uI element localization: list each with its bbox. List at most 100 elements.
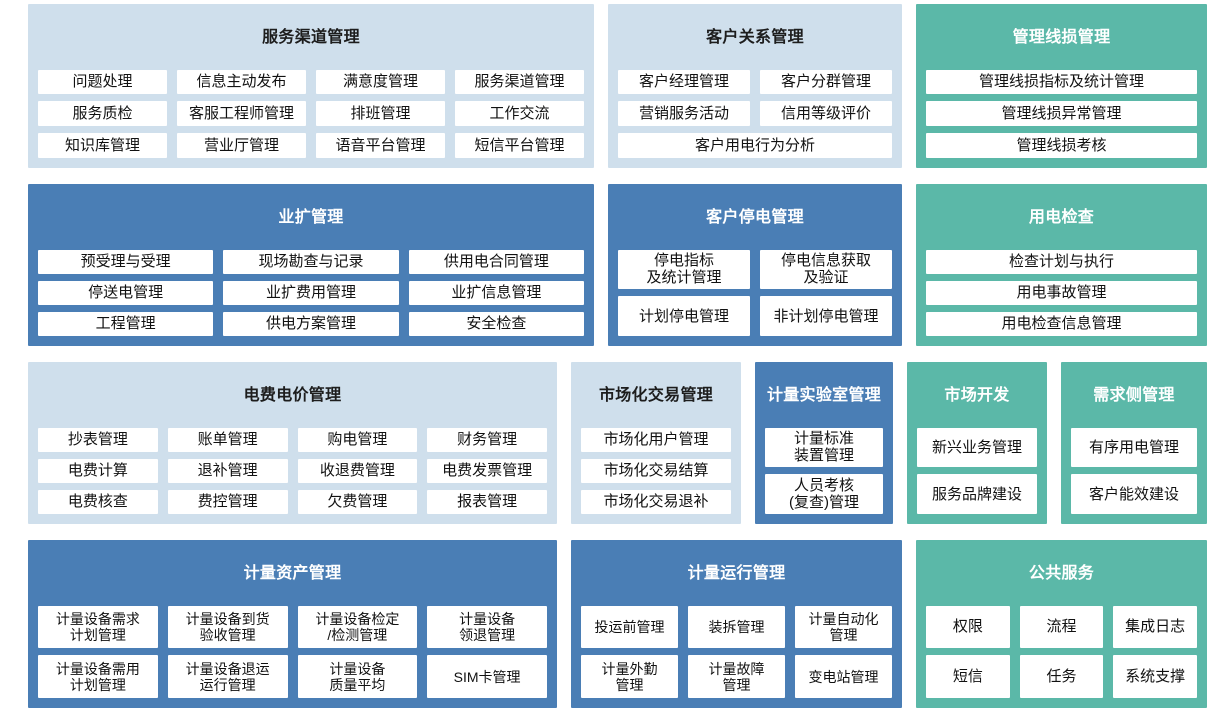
module-tile[interactable]: 报表管理 [427,489,547,514]
module-tile[interactable]: 检查计划与执行 [926,249,1197,274]
module-tile[interactable]: 停电信息获取 及验证 [760,249,892,290]
module-tile[interactable]: SIM卡管理 [427,655,547,698]
panel-service-channel: 服务渠道管理 问题处理 信息主动发布 满意度管理 服务渠道管理 服务质检 客服工… [28,4,594,168]
module-tile[interactable]: 客户用电行为分析 [618,133,892,158]
panel-title-management-line-loss: 管理线损管理 [1012,29,1111,47]
module-tile[interactable]: 供电方案管理 [223,311,399,336]
module-tile[interactable]: 人员考核 (复查)管理 [765,474,883,514]
module-tile[interactable]: 工作交流 [455,101,584,127]
module-tile[interactable]: 计量设备 领退管理 [427,605,547,649]
module-tile[interactable]: 计量故障 管理 [688,655,785,698]
module-tile[interactable]: 变电站管理 [795,655,892,698]
module-tile[interactable]: 服务质检 [38,101,167,127]
module-tile[interactable]: 业扩费用管理 [223,280,399,305]
module-tile[interactable]: 计量标准 装置管理 [765,427,883,468]
module-tile[interactable]: 流程 [1019,605,1104,649]
panel-management-line-loss: 管理线损管理 管理线损指标及统计管理 管理线损异常管理 管理线损考核 [916,4,1207,168]
module-tile[interactable]: 装拆管理 [688,605,785,649]
module-tile[interactable]: 计量外勤 管理 [581,655,678,698]
module-tile[interactable]: 计量设备需用 计划管理 [38,655,158,698]
module-tile[interactable]: 电费发票管理 [427,458,547,483]
panel-title-customer-relationship: 客户关系管理 [706,29,804,47]
module-tile[interactable]: 现场勘查与记录 [223,249,399,274]
module-tile[interactable]: 业扩信息管理 [408,280,584,305]
module-tile[interactable]: 信用等级评价 [760,101,892,127]
module-tile[interactable]: 供用电合同管理 [408,249,584,274]
module-tile[interactable]: 计划停电管理 [618,296,750,336]
module-tile[interactable]: 短信平台管理 [455,133,584,158]
module-tile[interactable]: 退补管理 [167,458,288,483]
panel-row-2: 业扩管理 预受理与受理 现场勘查与记录 供用电合同管理 停送电管理 业扩费用管理… [28,184,1207,346]
module-tile[interactable]: 服务品牌建设 [917,474,1037,514]
module-tile[interactable]: 语音平台管理 [316,133,445,158]
module-tile[interactable]: 短信 [926,655,1010,698]
module-tile[interactable]: 购电管理 [297,427,418,452]
module-tile[interactable]: 服务渠道管理 [455,69,584,95]
module-tile[interactable]: 满意度管理 [316,69,445,95]
module-tile[interactable]: 工程管理 [38,311,214,336]
panel-demand-side: 需求侧管理 有序用电管理 客户能效建设 [1061,362,1207,524]
module-tile[interactable]: 电费计算 [38,458,158,483]
module-tile[interactable]: 市场化交易结算 [581,458,731,483]
module-tile[interactable]: 系统支撑 [1113,655,1197,698]
module-tile[interactable]: 计量自动化 管理 [795,605,892,649]
module-tile[interactable]: 营销服务活动 [618,101,750,127]
panel-business-expansion: 业扩管理 预受理与受理 现场勘查与记录 供用电合同管理 停送电管理 业扩费用管理… [28,184,594,346]
module-tile[interactable]: 计量设备检定 /检测管理 [297,605,418,649]
module-tile[interactable]: 计量设备 质量平均 [297,655,418,698]
module-tile[interactable]: 电费核查 [38,489,158,514]
panel-metering-lab: 计量实验室管理 计量标准 装置管理 人员考核 (复查)管理 [755,362,893,524]
module-tile[interactable]: 用电检查信息管理 [926,311,1197,336]
module-tile[interactable]: 预受理与受理 [38,249,214,274]
panel-title-power-inspection: 用电检查 [1028,209,1095,227]
module-tile[interactable]: 客户分群管理 [760,69,892,95]
module-tile[interactable]: 客户经理管理 [618,69,750,95]
module-tile[interactable]: 管理线损考核 [926,133,1197,158]
panel-title-market-trading: 市场化交易管理 [598,387,714,405]
module-tile[interactable]: 管理线损异常管理 [926,101,1197,127]
panel-metering-asset: 计量资产管理 计量设备需求 计划管理 计量设备到货 验收管理 计量设备检定 /检… [28,540,557,708]
module-tile[interactable]: 客户能效建设 [1071,474,1197,514]
module-tile[interactable]: 计量设备需求 计划管理 [38,605,158,649]
module-tile[interactable]: 投运前管理 [581,605,678,649]
module-tile[interactable]: 欠费管理 [297,489,418,514]
module-tile[interactable]: 抄表管理 [38,427,158,452]
module-tile[interactable]: 知识库管理 [38,133,167,158]
panel-grid-management-line-loss: 管理线损指标及统计管理 管理线损异常管理 管理线损考核 [926,69,1197,158]
module-tile[interactable]: 安全检查 [408,311,584,336]
module-tile[interactable]: 市场化用户管理 [581,427,731,452]
module-tile[interactable]: 非计划停电管理 [760,296,892,336]
module-tile[interactable]: 停送电管理 [38,280,214,305]
panel-title-demand-side: 需求侧管理 [1093,387,1175,405]
module-tile[interactable]: 计量设备到货 验收管理 [167,605,288,649]
module-tile[interactable]: 问题处理 [38,69,167,95]
module-tile[interactable]: 有序用电管理 [1071,427,1197,468]
panel-customer-relationship: 客户关系管理 客户经理管理 客户分群管理 营销服务活动 信用等级评价 客户用电行… [608,4,902,168]
panel-title-metering-operation: 计量运行管理 [687,565,786,583]
module-tile[interactable]: 收退费管理 [297,458,418,483]
module-tile[interactable]: 营业厅管理 [177,133,306,158]
panel-title-service-channel: 服务渠道管理 [262,29,360,47]
module-tile[interactable]: 权限 [926,605,1010,649]
module-tile[interactable]: 停电指标 及统计管理 [618,249,750,290]
module-tile[interactable]: 财务管理 [427,427,547,452]
panel-grid-service-channel: 问题处理 信息主动发布 满意度管理 服务渠道管理 服务质检 客服工程师管理 排班… [38,69,584,158]
module-tile[interactable]: 用电事故管理 [926,280,1197,305]
module-tile[interactable]: 任务 [1019,655,1104,698]
module-tile[interactable]: 集成日志 [1113,605,1197,649]
module-tile[interactable]: 账单管理 [167,427,288,452]
panel-row-3: 电费电价管理 抄表管理 账单管理 购电管理 财务管理 电费计算 退补管理 收退费… [28,362,1207,524]
panel-public-service: 公共服务 权限 流程 集成日志 短信 任务 系统支撑 [916,540,1207,708]
module-tile[interactable]: 客服工程师管理 [177,101,306,127]
module-tile[interactable]: 市场化交易退补 [581,489,731,514]
module-tile[interactable]: 计量设备退运 运行管理 [167,655,288,698]
module-tile[interactable]: 信息主动发布 [177,69,306,95]
module-tile[interactable]: 费控管理 [167,489,288,514]
panel-row-1: 服务渠道管理 问题处理 信息主动发布 满意度管理 服务渠道管理 服务质检 客服工… [28,4,1207,168]
module-tile[interactable]: 排班管理 [316,101,445,127]
panel-title-customer-outage: 客户停电管理 [706,209,804,227]
module-tile[interactable]: 新兴业务管理 [917,427,1037,468]
panel-metering-operation: 计量运行管理 投运前管理 装拆管理 计量自动化 管理 计量外勤 管理 计量故障 … [571,540,902,708]
module-tile[interactable]: 管理线损指标及统计管理 [926,69,1197,95]
